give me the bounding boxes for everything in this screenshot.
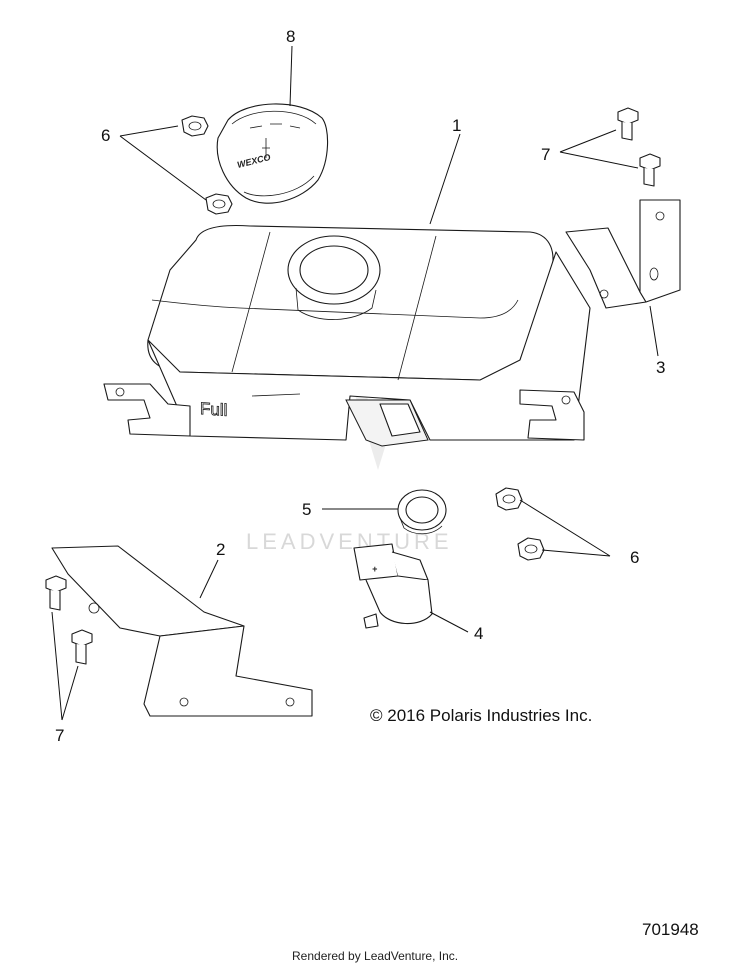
callout-3: 3 <box>656 358 665 377</box>
callout-2: 2 <box>216 540 225 559</box>
part-7-bolt-b[interactable] <box>639 153 661 187</box>
part-6-nut-d[interactable] <box>517 537 545 561</box>
callout-8: 8 <box>286 27 295 46</box>
part-8-cap[interactable]: WEXCO <box>216 103 329 204</box>
callout-6-top: 6 <box>101 126 110 145</box>
callout-4: 4 <box>474 624 483 643</box>
copyright-notice: © 2016 Polaris Industries Inc. <box>370 706 592 725</box>
part-7-bolt-d[interactable] <box>71 629 93 665</box>
callout-1: 1 <box>452 116 461 135</box>
callout-7-bottom: 7 <box>55 726 64 745</box>
part-6-nut-a[interactable] <box>181 115 209 137</box>
part-4-level-sensor[interactable]: + <box>353 543 433 629</box>
part-2-bracket[interactable] <box>51 545 313 717</box>
callout-5: 5 <box>302 500 311 519</box>
leader-lines <box>51 45 659 721</box>
part-1-reservoir-tank[interactable]: Full <box>103 224 591 447</box>
part-5-grommet[interactable] <box>397 489 447 535</box>
part-7-bolt-a[interactable] <box>617 107 639 141</box>
watermark-text: LEADVENTURE <box>246 529 453 554</box>
connector-plus-mark: + <box>372 564 378 574</box>
callout-7-top: 7 <box>541 145 550 164</box>
part-7-bolt-c[interactable] <box>45 575 67 611</box>
part-6-nut-b[interactable] <box>205 193 233 215</box>
render-credit: Rendered by LeadVenture, Inc. <box>292 949 458 963</box>
callout-6-right: 6 <box>630 548 639 567</box>
tank-full-marking: Full <box>200 399 227 420</box>
document-number: 701948 <box>642 920 699 939</box>
part-3-bracket[interactable] <box>565 199 681 309</box>
part-6-nut-c[interactable] <box>495 487 523 511</box>
